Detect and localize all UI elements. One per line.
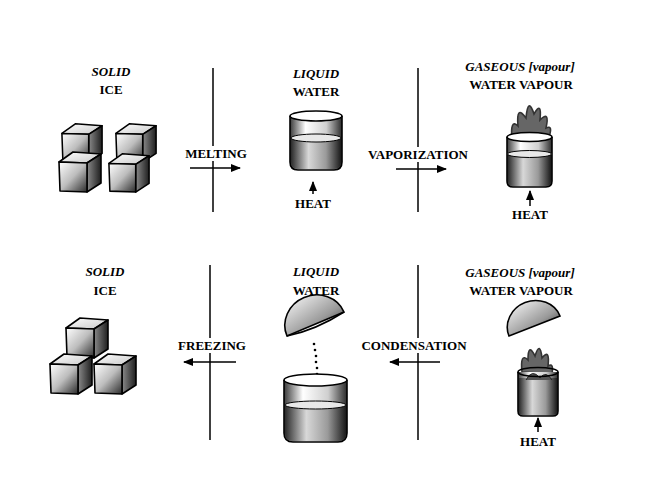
lid-vapour [507, 301, 560, 336]
substance-name: WATER VAPOUR [469, 283, 573, 298]
process-name: FREEZING [175, 338, 249, 353]
beaker-vapour [518, 348, 558, 416]
substance-name: ICE [99, 82, 122, 97]
beaker-water [290, 111, 342, 170]
state-name: SOLID [85, 264, 124, 279]
process-name: CONDENSATION [358, 338, 469, 353]
heat-label: HEAT [520, 434, 556, 449]
ice-cubes [50, 318, 136, 394]
substance-name: WATER VAPOUR [469, 77, 573, 92]
state-name: SOLID [91, 64, 130, 79]
heat-label: HEAT [512, 207, 548, 222]
substance-name: ICE [93, 283, 116, 298]
process-arrows [184, 168, 538, 432]
state-name: GASEOUS [vapour] [465, 59, 574, 74]
lid-condensing [285, 295, 344, 336]
ice-cubes [59, 124, 156, 192]
process-name: MELTING [182, 146, 250, 161]
beaker-vapour [507, 106, 552, 187]
state-name: GASEOUS [vapour] [465, 265, 574, 280]
beaker-water [284, 374, 347, 442]
divider-lines [210, 68, 418, 440]
substance-name: WATER [293, 84, 340, 99]
state-name: LIQUID [293, 66, 339, 81]
heat-label: HEAT [295, 196, 331, 211]
substance-name: WATER [293, 283, 340, 298]
process-name: VAPORIZATION [365, 147, 471, 162]
state-name: LIQUID [293, 264, 339, 279]
